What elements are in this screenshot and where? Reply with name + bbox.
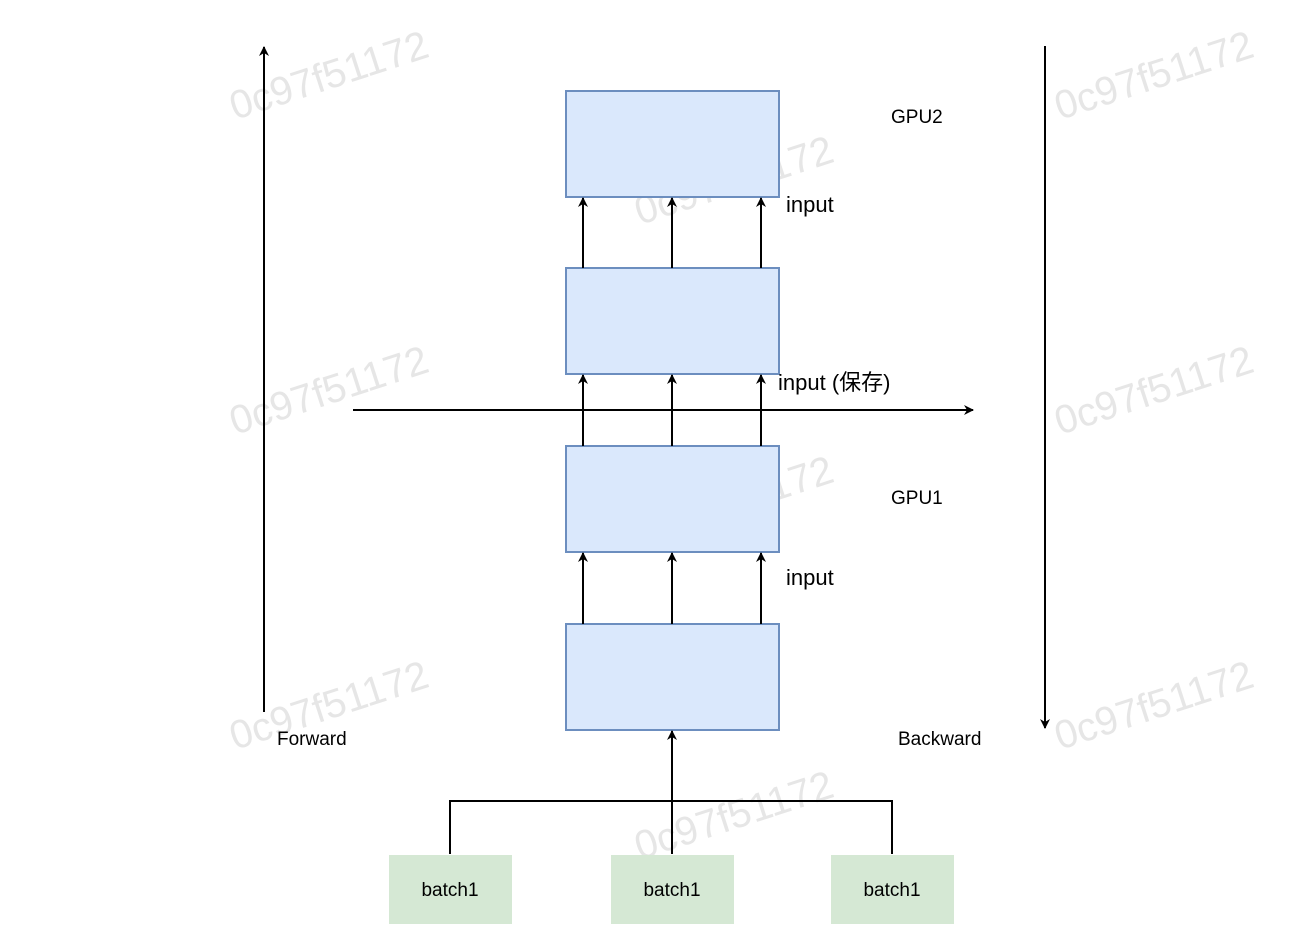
layer-box-4 [565,90,780,198]
layer-box-1 [565,623,780,731]
watermark: 0c97f51172 [224,23,434,129]
batch-label-2: batch1 [643,880,700,901]
watermark: 0c97f51172 [1049,338,1259,444]
batch-box-2 [611,855,734,924]
gpu2-label: GPU2 [891,107,943,128]
batch-box-3 [831,855,954,924]
watermark: 0c97f51172 [1049,23,1259,129]
batch-label-1: batch1 [421,880,478,901]
gpu1-label: GPU1 [891,488,943,509]
layer-box-3 [565,267,780,375]
batch-label-3: batch1 [863,880,920,901]
batch-connector [449,800,893,854]
layer-box-2 [565,445,780,553]
watermark: 0c97f51172 [629,763,839,869]
batch-box-1 [389,855,512,924]
input-label-bottom: input [786,565,834,590]
input-saved-label: input (保存) [778,370,890,395]
backward-label: Backward [898,729,981,750]
watermark: 0c97f51172 [1049,653,1259,759]
input-label-top: input [786,192,834,217]
watermark: 0c97f51172 [224,338,434,444]
forward-label: Forward [277,729,347,750]
